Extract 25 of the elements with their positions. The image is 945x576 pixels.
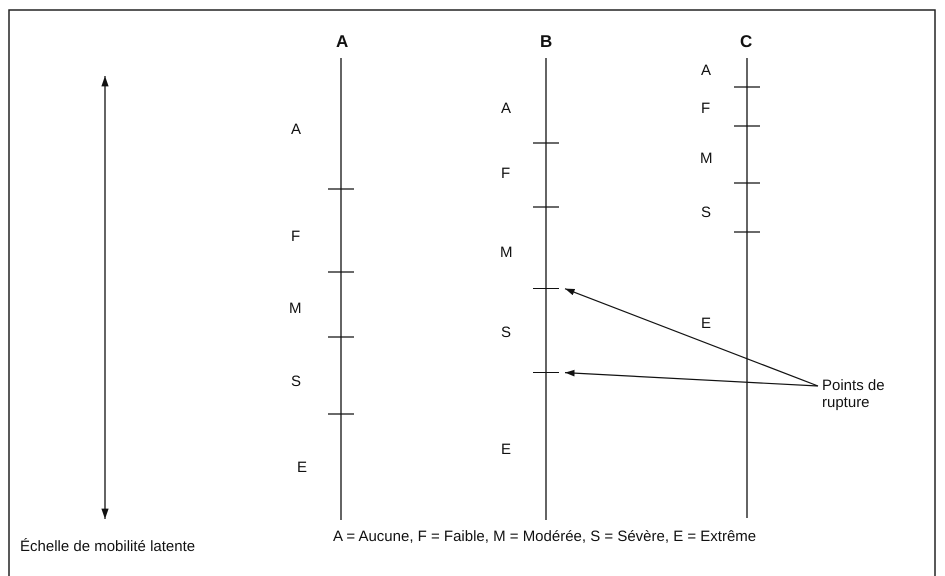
severity-letter: A [501,100,512,117]
break-point-tick [533,372,559,374]
severity-letter: S [501,324,512,341]
callout-text: Points de rupture [822,377,912,411]
severity-letter: E [297,459,308,476]
leader-arrow [564,370,818,387]
severity-letter: S [701,204,712,221]
break-point-tick [533,288,559,290]
severity-letter: M [500,244,512,261]
column-heading: A [336,33,348,50]
severity-letter: A [701,62,712,79]
severity-letter: A [291,121,302,138]
axis-caption: Échelle de mobilité latente [20,538,196,555]
severity-letter: S [291,373,302,390]
leader-arrow [564,288,818,387]
legend-text: A = Aucune, F = Faible, M = Modérée, S = Sévère, E = Extrême [333,528,756,545]
severity-letter: F [291,228,300,245]
severity-letter: M [289,300,302,317]
column-heading: B [540,33,552,50]
column-heading: C [740,33,752,50]
severity-letter: E [701,315,712,332]
severity-letter: E [501,441,512,458]
severity-letter: F [501,165,510,182]
severity-letter: M [700,150,712,167]
severity-letter: F [701,100,710,117]
